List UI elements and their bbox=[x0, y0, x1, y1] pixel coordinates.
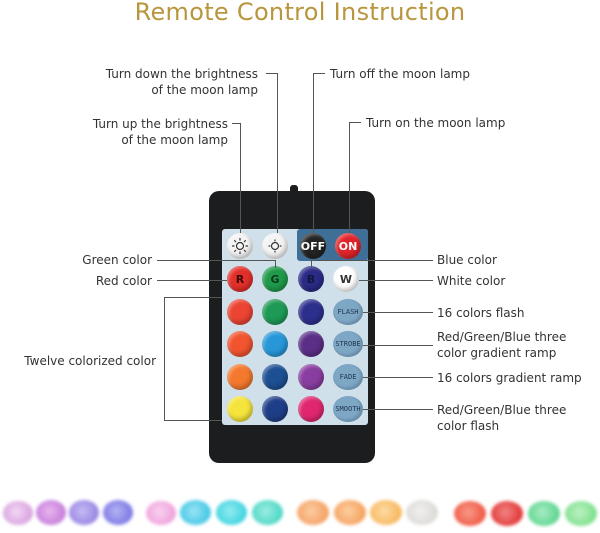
red-button[interactable]: R bbox=[227, 266, 253, 292]
leader-line bbox=[164, 297, 222, 298]
ir-emitter bbox=[290, 185, 298, 191]
leader-line bbox=[277, 73, 278, 233]
leader-line bbox=[313, 73, 314, 233]
label-turn-down-line1: Turn down the brightness bbox=[105, 67, 258, 81]
label-turn-up-line2: of the moon lamp bbox=[121, 133, 228, 147]
label-turn-down: Turn down the brightness of the moon lam… bbox=[95, 66, 258, 98]
label-white-color: White color bbox=[437, 274, 506, 288]
leader-line bbox=[232, 123, 241, 124]
leader-line bbox=[359, 280, 433, 281]
remote-face bbox=[222, 229, 368, 425]
leader-line bbox=[164, 420, 222, 421]
label-rgb-gradient-line1: Red/Green/Blue three bbox=[437, 330, 567, 344]
leader-line bbox=[157, 260, 275, 261]
label-twelve-colors: Twelve colorized color bbox=[24, 354, 156, 368]
lamp-glow bbox=[252, 500, 283, 525]
leader-line bbox=[349, 122, 350, 233]
leader-line bbox=[311, 260, 312, 268]
label-rgb-gradient: Red/Green/Blue three color gradient ramp bbox=[437, 329, 597, 361]
lamp-glow bbox=[370, 500, 402, 525]
color-button[interactable] bbox=[262, 364, 288, 390]
lamp-glow bbox=[216, 500, 247, 525]
lamp-glow bbox=[454, 501, 486, 526]
leader-line bbox=[363, 312, 433, 313]
color-button[interactable] bbox=[298, 364, 324, 390]
leader-line bbox=[349, 122, 361, 123]
label-rgb-gradient-line2: color gradient ramp bbox=[437, 346, 557, 360]
page-title: Remote Control Instruction bbox=[134, 0, 466, 26]
label-blue-color: Blue color bbox=[437, 253, 497, 267]
flash-button[interactable]: FLASH bbox=[333, 299, 363, 325]
leader-line bbox=[311, 260, 433, 261]
fade-button[interactable]: FADE bbox=[333, 364, 363, 390]
color-button[interactable] bbox=[227, 364, 253, 390]
label-flash16: 16 colors flash bbox=[437, 306, 525, 320]
leader-line bbox=[363, 409, 433, 410]
smooth-button[interactable]: SMOOTH bbox=[333, 396, 363, 422]
label-turn-up: Turn up the brightness of the moon lamp bbox=[70, 116, 228, 148]
label-rgb-flash: Red/Green/Blue three color flash bbox=[437, 402, 597, 434]
lamp-glow bbox=[297, 500, 329, 525]
sun-icon bbox=[232, 238, 248, 254]
lamp-glow bbox=[103, 500, 133, 525]
label-turn-up-line1: Turn up the brightness bbox=[92, 117, 228, 131]
color-button[interactable] bbox=[262, 396, 288, 422]
lamp-glow bbox=[334, 500, 366, 525]
label-gradient16: 16 colors gradient ramp bbox=[437, 371, 582, 385]
lamp-glow bbox=[3, 501, 33, 525]
leader-line bbox=[164, 297, 165, 421]
sun-icon bbox=[268, 239, 282, 253]
label-red-color: Red color bbox=[95, 274, 152, 288]
lamp-glow bbox=[528, 501, 560, 526]
off-button[interactable]: OFF bbox=[300, 233, 326, 259]
on-button[interactable]: ON bbox=[335, 233, 361, 259]
leader-line bbox=[157, 280, 227, 281]
label-rgb-flash-line2: color flash bbox=[437, 419, 500, 433]
lamp-glow bbox=[36, 500, 66, 525]
label-turn-off: Turn off the moon lamp bbox=[330, 67, 470, 81]
color-button[interactable] bbox=[227, 299, 253, 325]
brightness-up-button[interactable] bbox=[227, 233, 253, 259]
leader-line bbox=[266, 73, 278, 74]
leader-line bbox=[363, 377, 433, 378]
leader-line bbox=[363, 345, 433, 346]
label-turn-on: Turn on the moon lamp bbox=[366, 116, 506, 130]
color-button[interactable] bbox=[298, 396, 324, 422]
lamp-glow bbox=[180, 500, 211, 525]
lamp-glow bbox=[491, 501, 523, 526]
lamp-glow bbox=[146, 501, 176, 525]
label-turn-down-line2: of the moon lamp bbox=[151, 83, 258, 97]
white-button[interactable]: W bbox=[333, 266, 359, 292]
label-rgb-flash-line1: Red/Green/Blue three bbox=[437, 403, 567, 417]
lamp-glow bbox=[69, 500, 99, 525]
blue-button[interactable]: B bbox=[298, 266, 324, 292]
strobe-button[interactable]: STROBE bbox=[333, 331, 363, 357]
brightness-down-button[interactable] bbox=[262, 233, 288, 259]
label-green-color: Green color bbox=[82, 253, 152, 267]
green-button[interactable]: G bbox=[262, 266, 288, 292]
color-button[interactable] bbox=[298, 331, 324, 357]
leader-line bbox=[240, 123, 241, 233]
color-button[interactable] bbox=[262, 299, 288, 325]
lamp-glow bbox=[406, 500, 438, 525]
color-button[interactable] bbox=[227, 331, 253, 357]
color-button[interactable] bbox=[227, 396, 253, 422]
color-button[interactable] bbox=[298, 299, 324, 325]
leader-line bbox=[313, 73, 325, 74]
leader-line bbox=[275, 260, 276, 268]
lamp-glow bbox=[565, 501, 597, 526]
color-button[interactable] bbox=[262, 331, 288, 357]
